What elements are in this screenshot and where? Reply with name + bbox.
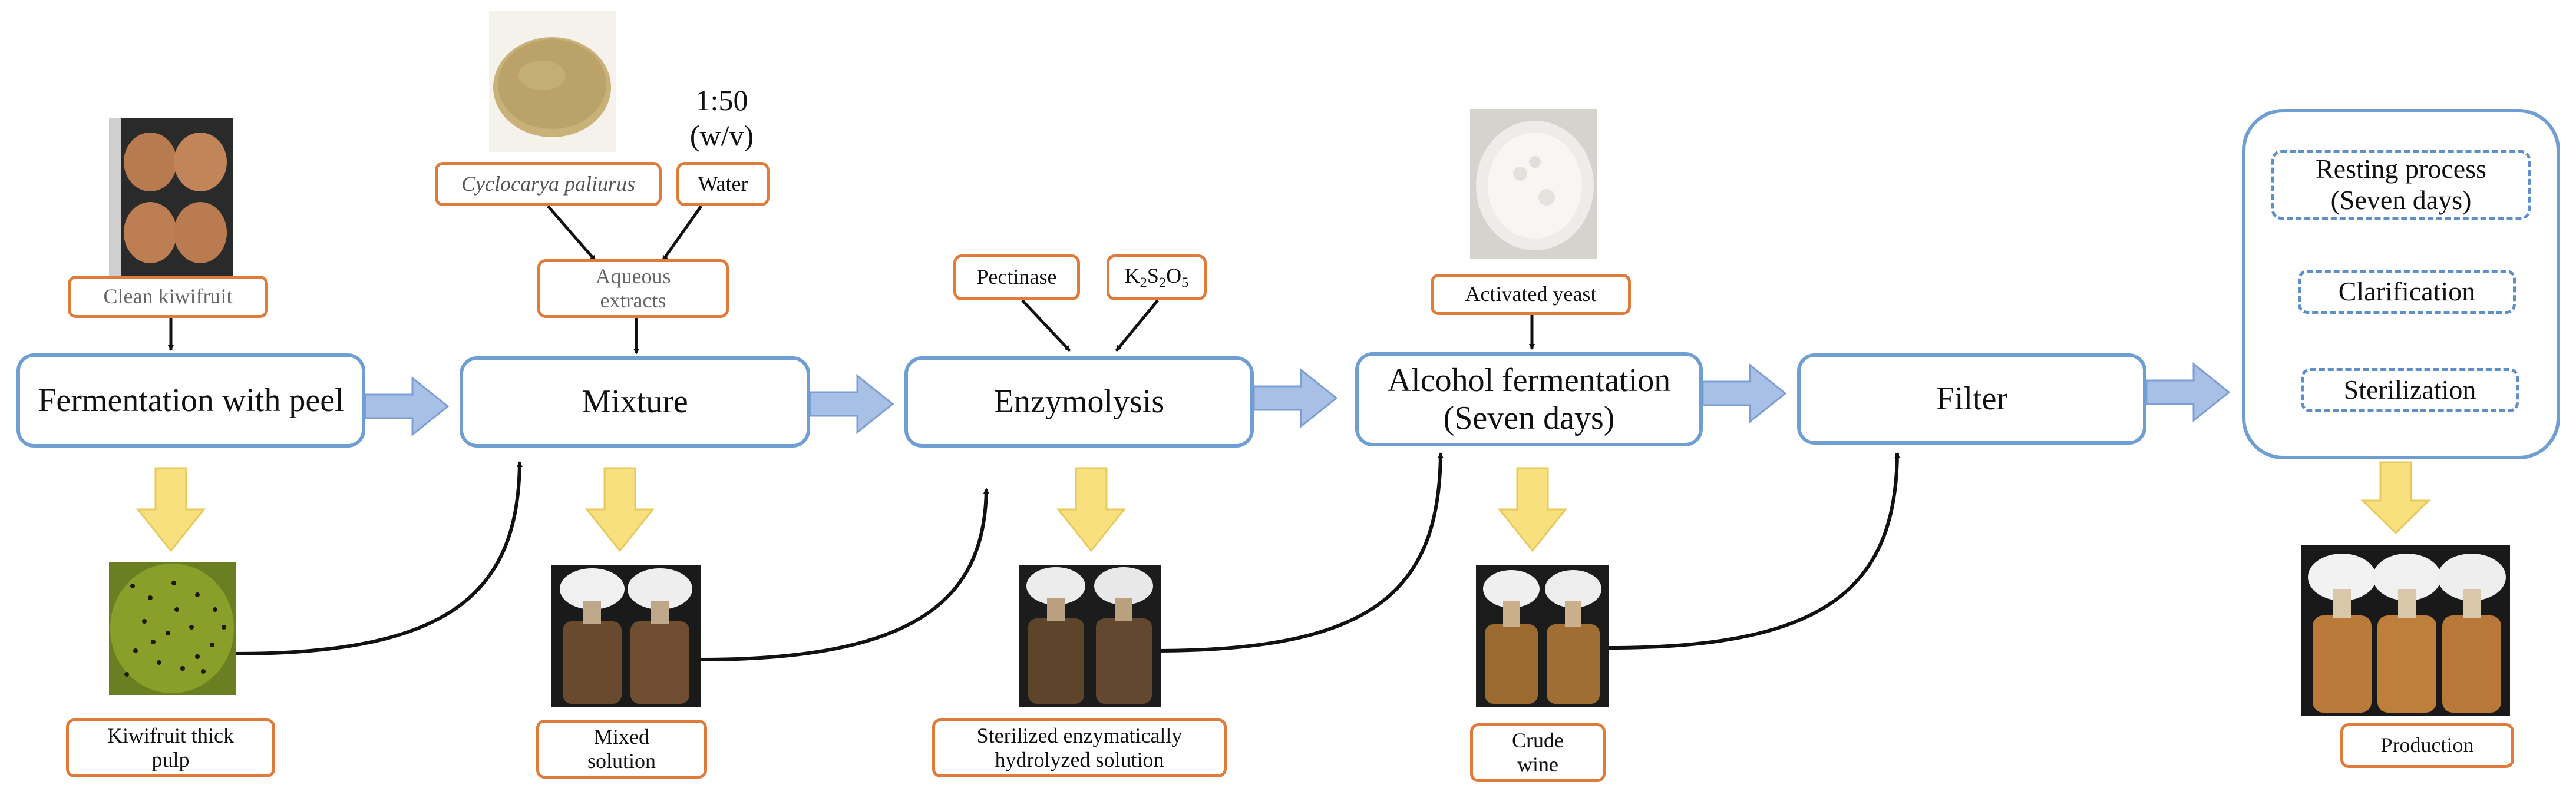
flow-arrow-5 — [2145, 362, 2231, 423]
yeast-photo — [1470, 109, 1597, 259]
flow-arrow-3 — [1253, 367, 1338, 429]
down-arrow-2 — [584, 467, 655, 552]
crude-line2: wine — [1517, 753, 1558, 776]
arrow-k2s2o5-to-enzymolysis — [1115, 299, 1159, 352]
cyclocarya-powder-photo — [489, 11, 616, 152]
arrow-pectinase-to-enzymolysis — [1021, 299, 1071, 352]
curve-arrow-4 — [1608, 452, 1900, 650]
crude-wine-photo — [1476, 565, 1609, 707]
label-clean-kiwifruit: Clean kiwifruit — [68, 276, 268, 318]
water-text: Water — [698, 171, 748, 196]
down-arrow-4 — [1497, 467, 1568, 552]
step-filter: Filter — [1797, 353, 2146, 445]
water-ratio-label: 1:50 (w/v) — [666, 82, 778, 153]
aqueous-line1: Aqueous — [595, 264, 671, 288]
activated-yeast-text: Activated yeast — [1465, 282, 1597, 306]
label-crude-wine: Crude wine — [1470, 723, 1606, 782]
label-cyclocarya-paliurus: Cyclocarya paliurus — [435, 162, 662, 206]
substep-clarification: Clarification — [2298, 270, 2516, 314]
resting-label-line1: Resting process — [2315, 154, 2486, 184]
step-enzymolysis-label: Enzymolysis — [993, 383, 1165, 420]
label-kiwifruit-thick-pulp: Kiwifruit thick pulp — [66, 718, 275, 777]
step-mixture: Mixture — [460, 356, 810, 448]
sterilization-label: Sterilization — [2343, 375, 2476, 405]
kiwifruit-pulp-line1: Kiwifruit thick — [107, 723, 234, 747]
step-alcohol-label-line1: Alcohol fermentation — [1387, 362, 1671, 399]
pectinase-text: Pectinase — [976, 265, 1057, 289]
substep-resting-process: Resting process (Seven days) — [2271, 150, 2531, 220]
s-subscript: 2 — [1158, 274, 1167, 291]
production-photo — [2301, 545, 2510, 716]
step-filter-label: Filter — [1936, 380, 2008, 418]
label-water: Water — [676, 162, 770, 206]
label-activated-yeast: Activated yeast — [1431, 274, 1631, 315]
flow-arrow-2 — [809, 373, 894, 435]
label-mixed-solution: Mixed solution — [536, 720, 707, 779]
flow-arrow-4 — [1702, 363, 1787, 424]
cyclocarya-text: Cyclocarya paliurus — [461, 171, 635, 196]
label-production: Production — [2340, 723, 2514, 768]
k-subscript: 2 — [1140, 274, 1147, 291]
curve-arrow-1 — [235, 461, 523, 655]
mixed-solution-photo — [551, 565, 701, 707]
clean-kiwifruit-text: Clean kiwifruit — [103, 284, 233, 309]
k-symbol: K — [1124, 263, 1140, 287]
down-arrow-1 — [136, 467, 206, 552]
curve-arrow-3 — [1154, 452, 1444, 653]
k2s2o5-formula: K2S2O5 — [1125, 264, 1189, 292]
ratio-line1: 1:50 — [695, 84, 748, 117]
ratio-line2: (w/v) — [689, 119, 754, 152]
label-k2s2o5: K2S2O5 — [1107, 254, 1207, 300]
label-aqueous-extracts: Aqueous extracts — [537, 259, 729, 318]
kiwifruit-pulp-line2: pulp — [151, 748, 190, 771]
curve-arrow-2 — [701, 488, 989, 661]
step-alcohol-label-line2: (Seven days) — [1443, 400, 1615, 436]
flow-arrow-1 — [364, 376, 450, 437]
resting-label-line2: (Seven days) — [2330, 185, 2472, 215]
clarification-label: Clarification — [2338, 276, 2476, 307]
step-fermentation-label: Fermentation with peel — [38, 382, 344, 419]
down-arrow-3 — [1056, 467, 1127, 552]
aqueous-line2: extracts — [600, 289, 666, 312]
s-symbol: S — [1147, 263, 1159, 287]
mixed-line1: Mixed — [594, 724, 649, 749]
step-alcohol-fermentation: Alcohol fermentation (Seven days) — [1355, 352, 1703, 446]
step-mixture-label: Mixture — [582, 383, 688, 420]
mixed-line2: solution — [587, 749, 656, 773]
kiwifruit-photo — [109, 118, 233, 277]
production-text: Production — [2380, 733, 2474, 757]
o-subscript: 5 — [1181, 274, 1189, 291]
enzymolysis-solution-photo — [1019, 565, 1161, 707]
arrow-cyclocarya-to-extracts — [547, 205, 596, 261]
sterilized-line1: Sterilized enzymatically — [976, 723, 1183, 747]
label-pectinase: Pectinase — [953, 254, 1080, 300]
substep-sterilization: Sterilization — [2301, 368, 2519, 412]
step-enzymolysis: Enzymolysis — [904, 356, 1254, 448]
label-sterilized-solution: Sterilized enzymatically hydrolyzed solu… — [932, 718, 1227, 777]
crude-line1: Crude — [1512, 728, 1564, 752]
step-fermentation-with-peel: Fermentation with peel — [16, 353, 365, 448]
o-symbol: O — [1166, 263, 1182, 287]
sterilized-line2: hydrolyzed solution — [995, 748, 1164, 771]
down-arrow-5 — [2360, 461, 2431, 535]
arrow-water-to-extracts — [661, 205, 703, 261]
kiwifruit-pulp-photo — [109, 562, 236, 695]
